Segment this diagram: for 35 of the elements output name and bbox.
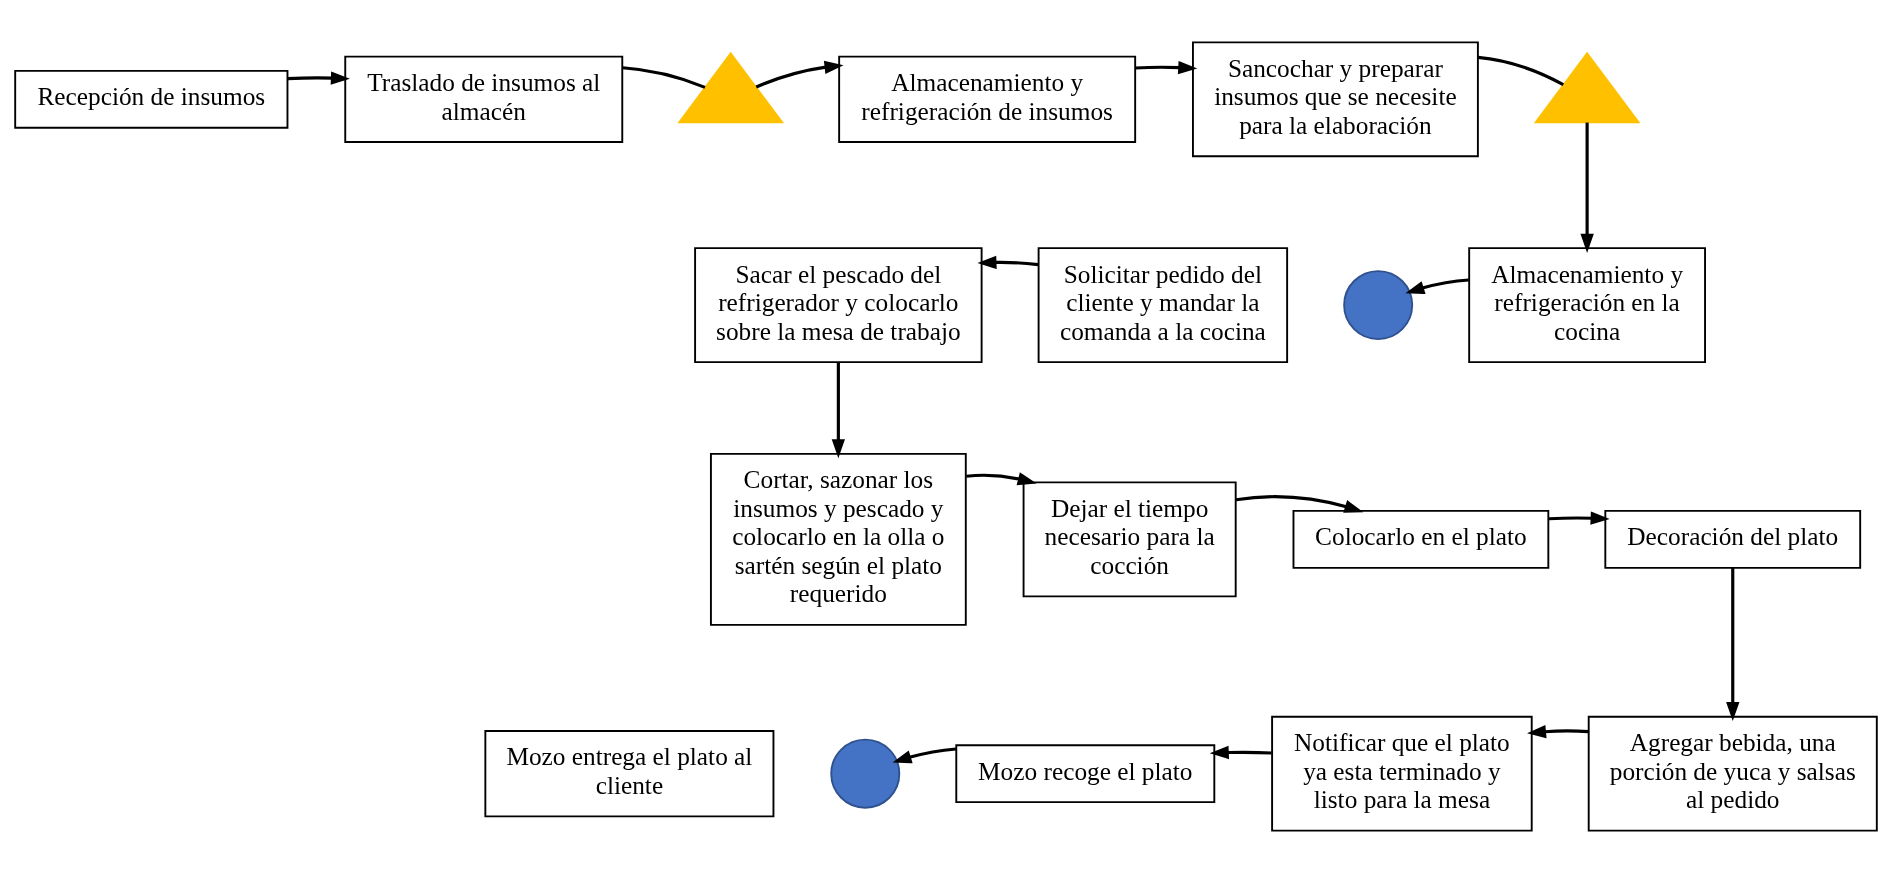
arrow xyxy=(966,472,1037,486)
arrow xyxy=(1580,122,1594,253)
node-box: Decoración del plato xyxy=(1604,509,1862,569)
arrow xyxy=(1726,567,1740,722)
node-triangle xyxy=(677,51,785,124)
node-box: Recepción de insumos xyxy=(14,69,289,129)
connector xyxy=(1477,55,1564,87)
arrow xyxy=(1527,724,1589,739)
arrow xyxy=(1405,278,1469,295)
arrow xyxy=(1209,745,1272,760)
node-circle xyxy=(1343,270,1414,341)
arrow xyxy=(892,747,957,764)
arrow xyxy=(1135,60,1198,75)
node-box: Traslado de insumos al almacén xyxy=(344,55,624,143)
arrow xyxy=(287,71,350,85)
node-box: Notificar que el plato ya esta terminado y listo para la mesa xyxy=(1271,715,1533,832)
node-box: Almacenamiento y refrigeración en la cocina xyxy=(1468,247,1706,364)
node-box: Colocarlo en el plato xyxy=(1292,509,1550,569)
arrow xyxy=(1235,495,1364,513)
node-box: Mozo entrega el plato al cliente xyxy=(484,730,775,818)
arrow xyxy=(977,255,1039,270)
arrow xyxy=(755,60,844,89)
node-box: Dejar el tiempo necesario para la cocción xyxy=(1022,481,1237,598)
arrow xyxy=(1548,511,1610,525)
arrow xyxy=(831,362,846,459)
node-box: Almacenamiento y refrigeración de insumos xyxy=(838,55,1137,143)
connector xyxy=(622,66,706,89)
node-box: Solicitar pedido del cliente y mandar la comanda a la cocina xyxy=(1037,247,1289,364)
node-triangle xyxy=(1533,51,1641,124)
node-box: Sacar el pescado del refrigerador y colocarlo sobre la mesa de trabajo xyxy=(694,247,983,364)
node-box: Sancochar y preparar insumos que se necesite para la elaboración xyxy=(1192,41,1479,158)
node-box: Cortar, sazonar los insumos y pescado y colocarlo en la olla o sartén según el plato requerido xyxy=(709,452,967,626)
node-circle xyxy=(830,738,901,809)
node-box: Mozo recoge el plato xyxy=(955,744,1216,804)
node-box: Agregar bebida, una porción de yuca y salsas al pedido xyxy=(1587,715,1878,832)
